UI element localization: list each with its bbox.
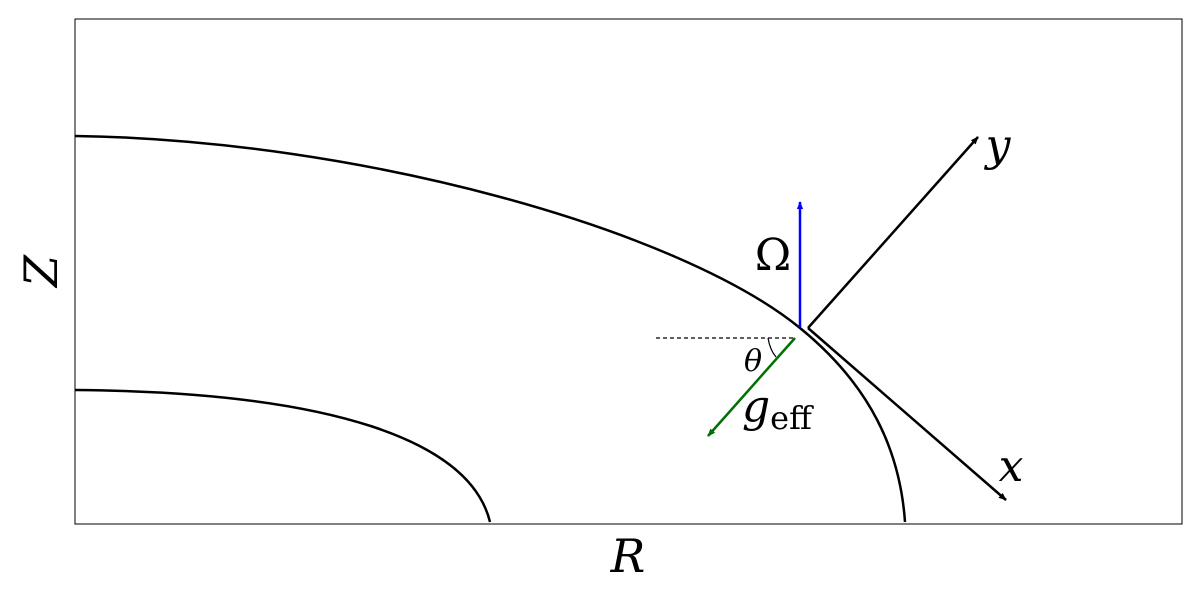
y-axis-label: Z bbox=[14, 254, 68, 289]
effective-gravity-arrow bbox=[707, 337, 796, 437]
local-y-axis-arrow bbox=[807, 136, 979, 329]
local-x-axis-arrow bbox=[807, 327, 1007, 501]
theta-label: θ bbox=[744, 344, 762, 379]
inner-surface-curve bbox=[74, 388, 492, 523]
effective-gravity-label: geff bbox=[742, 381, 814, 437]
x-axis-label: R bbox=[610, 529, 646, 583]
effective-gravity-main: g bbox=[742, 381, 770, 432]
rotation-vector-label: Ω bbox=[755, 230, 791, 281]
outer-surface-curve bbox=[74, 134, 907, 523]
plot-frame bbox=[74, 18, 1183, 525]
theta-angle-arc bbox=[767, 337, 777, 358]
local-x-label: x bbox=[999, 441, 1024, 492]
local-y-label: y bbox=[984, 120, 1012, 171]
effective-gravity-subscript: eff bbox=[770, 399, 814, 437]
